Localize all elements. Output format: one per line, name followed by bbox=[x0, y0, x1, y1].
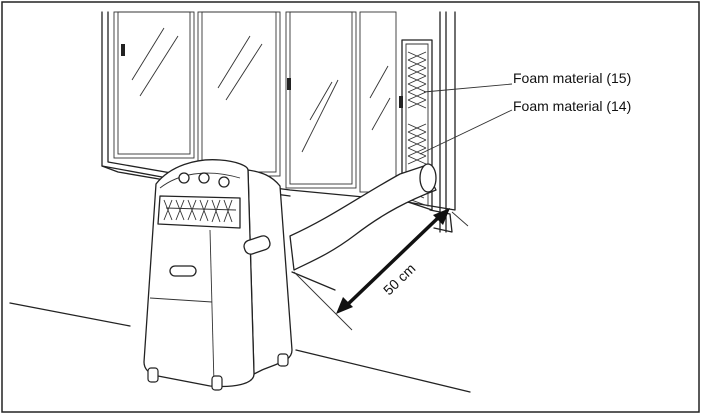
glass-reflections bbox=[131, 27, 391, 153]
front-logo bbox=[169, 265, 197, 277]
hose-adapter bbox=[419, 163, 437, 193]
foam-strip bbox=[401, 39, 453, 233]
label-foam-15: Foam material (15) bbox=[513, 70, 631, 86]
window-handle-icon bbox=[399, 96, 403, 108]
knob-icon bbox=[178, 172, 190, 184]
control-knobs bbox=[178, 172, 230, 188]
exhaust-hose bbox=[289, 163, 437, 271]
label-foam-14: Foam material (14) bbox=[513, 98, 631, 114]
window-sash-3 bbox=[285, 11, 357, 189]
window-sash-4 bbox=[359, 11, 397, 193]
side-handle bbox=[243, 235, 271, 255]
floor-lines bbox=[9, 271, 471, 393]
casters bbox=[147, 353, 289, 391]
window-sash-left bbox=[113, 11, 195, 159]
callout-leaders bbox=[419, 83, 513, 155]
knob-icon bbox=[218, 176, 230, 188]
knob-icon bbox=[198, 172, 210, 184]
portable-air-conditioner bbox=[143, 159, 293, 391]
arrow-head-icon bbox=[433, 208, 450, 225]
front-grille bbox=[157, 195, 241, 229]
arrow-head-icon bbox=[336, 297, 353, 314]
distance-arrow-line bbox=[344, 214, 442, 308]
window-sash-2 bbox=[197, 11, 281, 177]
window-handle-icon bbox=[287, 78, 291, 90]
window-handle-icon bbox=[121, 44, 125, 56]
